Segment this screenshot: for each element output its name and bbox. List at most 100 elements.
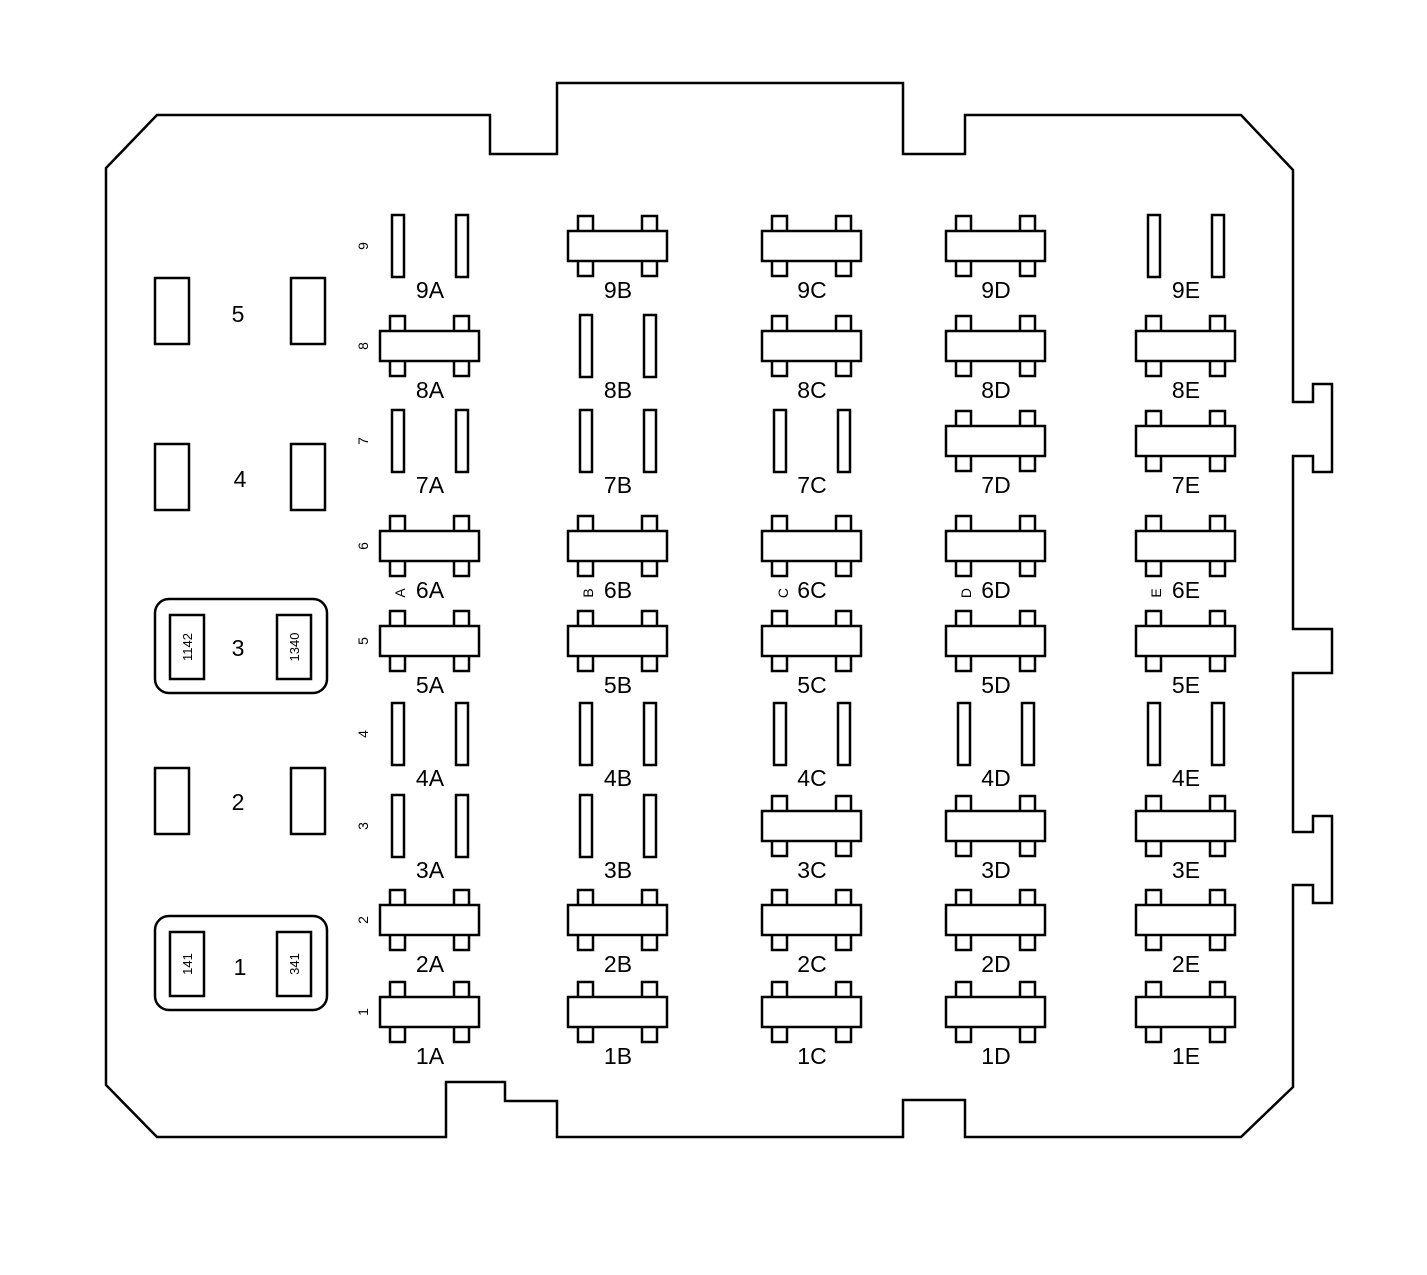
fuse-slot — [578, 313, 594, 379]
fuse-label: 6A — [416, 577, 445, 603]
fuse-body — [760, 329, 863, 363]
fuse-body — [1134, 903, 1237, 937]
fuse-label: 1B — [604, 1043, 632, 1069]
fuse-cell-1C: 1C — [760, 980, 863, 1069]
fuse-slot — [642, 793, 658, 859]
fuse-cell-6B: 6B — [566, 514, 669, 603]
fuse-slot — [390, 701, 406, 767]
fuse-cell-3D: 3D — [944, 794, 1047, 883]
fuse-cell-6C: 6C — [760, 514, 863, 603]
fuse-body — [378, 624, 481, 658]
relay-terminal — [153, 442, 191, 512]
row-label: 6 — [355, 542, 371, 550]
fuse-body — [760, 809, 863, 843]
fuse-cell-2B: 2B — [566, 888, 669, 977]
fuse-body — [944, 229, 1047, 263]
fuse-label: 3E — [1172, 857, 1200, 883]
fuse-cell-4D: 4D — [956, 701, 1036, 791]
fuse-slot — [1020, 701, 1036, 767]
fuse-label: 7D — [981, 472, 1010, 498]
row-label: 8 — [355, 342, 371, 350]
fuse-cell-9E: 9E — [1146, 213, 1226, 303]
fuse-label: 5A — [416, 672, 445, 698]
fuse-cell-4B: 4B — [578, 701, 658, 791]
fuse-slot — [772, 408, 788, 474]
fuse-slot — [772, 701, 788, 767]
fuse-slot — [390, 408, 406, 474]
fuse-slot — [1146, 213, 1162, 279]
column-letter: E — [1148, 588, 1164, 597]
fuse-slot — [642, 408, 658, 474]
fuse-cell-6E: 6E — [1134, 514, 1237, 603]
fuse-cell-5A: 5A — [378, 609, 481, 698]
fuse-body — [566, 229, 669, 263]
fuse-slot — [454, 701, 470, 767]
relay-terminal-label: 1340 — [287, 633, 302, 662]
relay-terminal-label: 141 — [180, 953, 195, 975]
relay-terminal-label: 1142 — [180, 633, 195, 661]
fuse-slot — [578, 793, 594, 859]
fuse-label: 4E — [1172, 765, 1200, 791]
fuse-cell-2D: 2D — [944, 888, 1047, 977]
column-letter: C — [775, 588, 791, 598]
fuse-body — [378, 995, 481, 1029]
fuse-body — [566, 529, 669, 563]
relay-terminal — [275, 930, 313, 998]
fuse-body — [1134, 624, 1237, 658]
fuse-label: 8B — [604, 377, 632, 403]
fuse-slot — [836, 701, 852, 767]
relay-number: 2 — [232, 789, 245, 815]
fuse-body — [378, 903, 481, 937]
fuse-slot — [454, 213, 470, 279]
fuse-body — [944, 995, 1047, 1029]
fuse-cell-9A: 9A — [390, 213, 470, 303]
relay-terminal — [275, 613, 313, 681]
fuse-label: 3A — [416, 857, 445, 883]
fuse-label: 6B — [604, 577, 632, 603]
row-label: 3 — [355, 822, 371, 830]
relay-5: 5 — [153, 276, 327, 346]
fuse-label: 5B — [604, 672, 632, 698]
relay-terminal — [289, 766, 327, 836]
fuse-label: 9A — [416, 277, 445, 303]
relay-number: 3 — [232, 635, 245, 661]
fuse-slot — [578, 408, 594, 474]
fuse-body — [1134, 809, 1237, 843]
fuse-cell-9C: 9C — [760, 214, 863, 303]
fuse-cell-1D: 1D — [944, 980, 1047, 1069]
fuse-body — [760, 624, 863, 658]
fuse-cell-9D: 9D — [944, 214, 1047, 303]
fuse-slot — [390, 213, 406, 279]
relay-terminal — [289, 442, 327, 512]
fuse-cell-7E: 7E — [1134, 409, 1237, 498]
relay-terminal-label: 341 — [287, 953, 302, 975]
fuse-cell-2A: 2A — [378, 888, 481, 977]
fuse-cell-8A: 8A — [378, 314, 481, 403]
relay-4: 4 — [153, 442, 327, 512]
row-label: 9 — [355, 242, 371, 250]
fuse-label: 7C — [797, 472, 826, 498]
fuse-body — [944, 903, 1047, 937]
column-letter: A — [392, 588, 408, 598]
fuse-cell-8C: 8C — [760, 314, 863, 403]
relay-1: 1 141 341 — [153, 914, 329, 1012]
relay-3: 3 1142 1340 — [153, 597, 329, 695]
fuse-body — [1134, 995, 1237, 1029]
row-label: 2 — [355, 916, 371, 924]
fuse-cell-3B: 3B — [578, 793, 658, 883]
fuse-cell-8D: 8D — [944, 314, 1047, 403]
row-label: 7 — [355, 437, 371, 445]
fuse-body — [378, 529, 481, 563]
fuse-slot — [1210, 213, 1226, 279]
relay-section: 5 4 3 1142 1340 2 1 141 — [153, 276, 329, 1012]
fuse-label: 8E — [1172, 377, 1200, 403]
fuse-label: 7A — [416, 472, 445, 498]
fuse-cell-3A: 3A — [390, 793, 470, 883]
fuse-label: 8A — [416, 377, 445, 403]
fuse-label: 4D — [981, 765, 1010, 791]
fuse-label: 4C — [797, 765, 826, 791]
fuse-slot — [1210, 701, 1226, 767]
row-label: 4 — [355, 730, 371, 738]
fuse-label: 1E — [1172, 1043, 1200, 1069]
fuse-cell-8E: 8E — [1134, 314, 1237, 403]
